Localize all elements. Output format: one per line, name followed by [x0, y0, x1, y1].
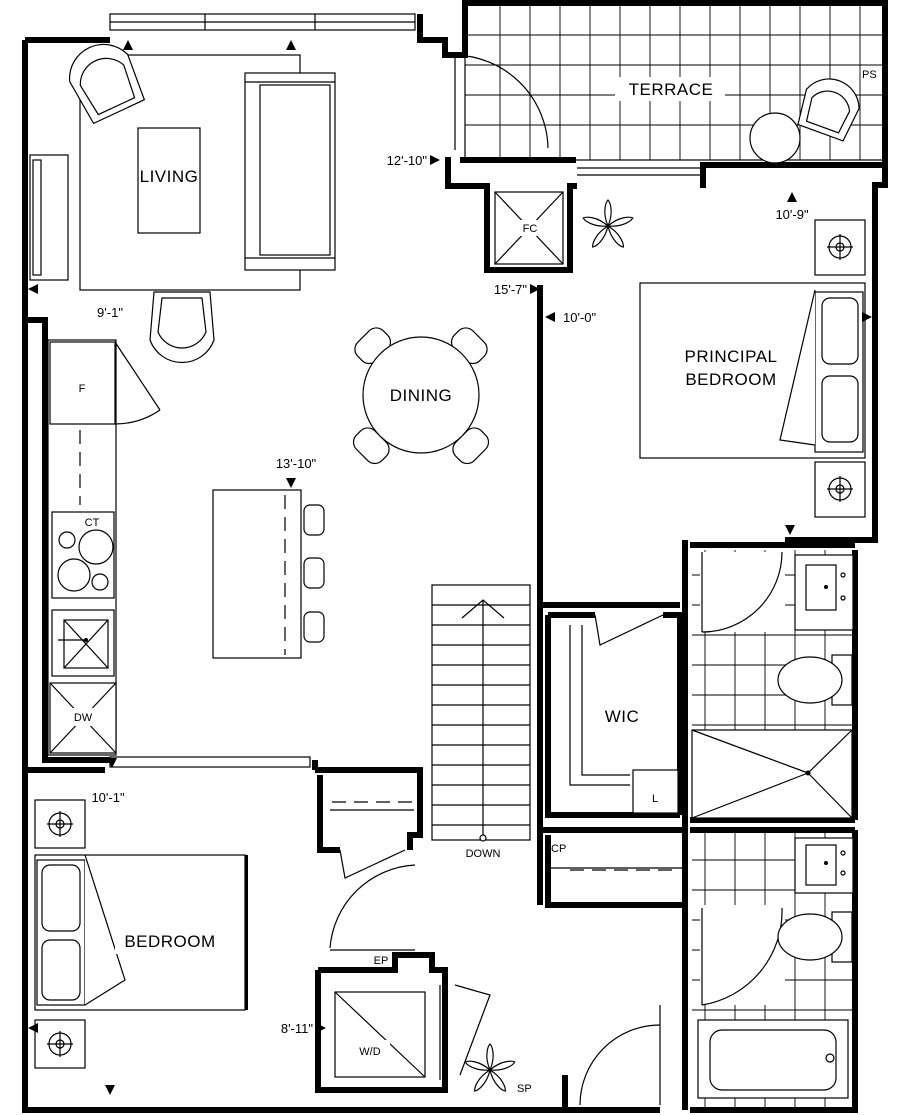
dimension-kitchen-width: 13'-10": [276, 456, 317, 471]
label-fc: FC: [523, 223, 538, 235]
label-sp: SP: [517, 1083, 532, 1095]
dimension-principal-depth: 10'-0": [563, 310, 597, 325]
coat-closet: [548, 867, 683, 871]
fan-coil-closet: [494, 191, 564, 265]
bedroom-closet: [329, 801, 416, 951]
label-washer-dryer: W/D: [359, 1046, 380, 1058]
room-label-bedroom: BEDROOM: [124, 932, 215, 951]
label-down: DOWN: [466, 848, 501, 860]
bedroom-furniture: [34, 799, 246, 1069]
label-fridge: F: [79, 383, 86, 395]
dimension-bedroom-width: 10'-1": [91, 790, 125, 805]
dimension-living-depth: 15'-7": [494, 282, 528, 297]
principal-bedroom-furniture: [639, 219, 866, 518]
plant-icon: [582, 199, 634, 248]
dimension-terrace-width: 12'-10": [387, 153, 428, 168]
plant-icon: [464, 1043, 516, 1092]
ensuite-bathroom: [691, 550, 854, 819]
room-label-terrace: TERRACE: [629, 80, 714, 99]
label-cooktop: CT: [85, 517, 100, 529]
dimension-principal-width: 10'-9": [775, 207, 809, 222]
label-closet: CP: [551, 843, 566, 855]
room-label-principal-bedroom-line2: BEDROOM: [685, 370, 776, 389]
main-bathroom: [579, 832, 854, 1108]
terrace-tiles: [454, 4, 884, 164]
kitchen: [47, 339, 325, 756]
label-linen: L: [652, 793, 658, 805]
label-ps: PS: [862, 69, 877, 81]
room-label-living: LIVING: [140, 167, 199, 186]
room-label-principal-bedroom-line1: PRINCIPAL: [685, 347, 778, 366]
label-dishwasher: DW: [74, 712, 93, 724]
living-area: [29, 43, 336, 364]
laundry: [334, 984, 491, 1080]
room-label-dining: DINING: [390, 386, 453, 405]
dimension-living-width: 9'-1": [97, 305, 123, 320]
room-label-wic: WIC: [605, 707, 640, 726]
label-ep: EP: [374, 955, 389, 967]
dimension-bedroom-depth: 8'-11": [281, 1021, 314, 1036]
dimension-arrows: [28, 40, 872, 1095]
dining-table: [352, 327, 490, 465]
walls: [22, 0, 888, 1113]
walk-in-closet: [569, 614, 679, 814]
stairs: [431, 584, 531, 842]
